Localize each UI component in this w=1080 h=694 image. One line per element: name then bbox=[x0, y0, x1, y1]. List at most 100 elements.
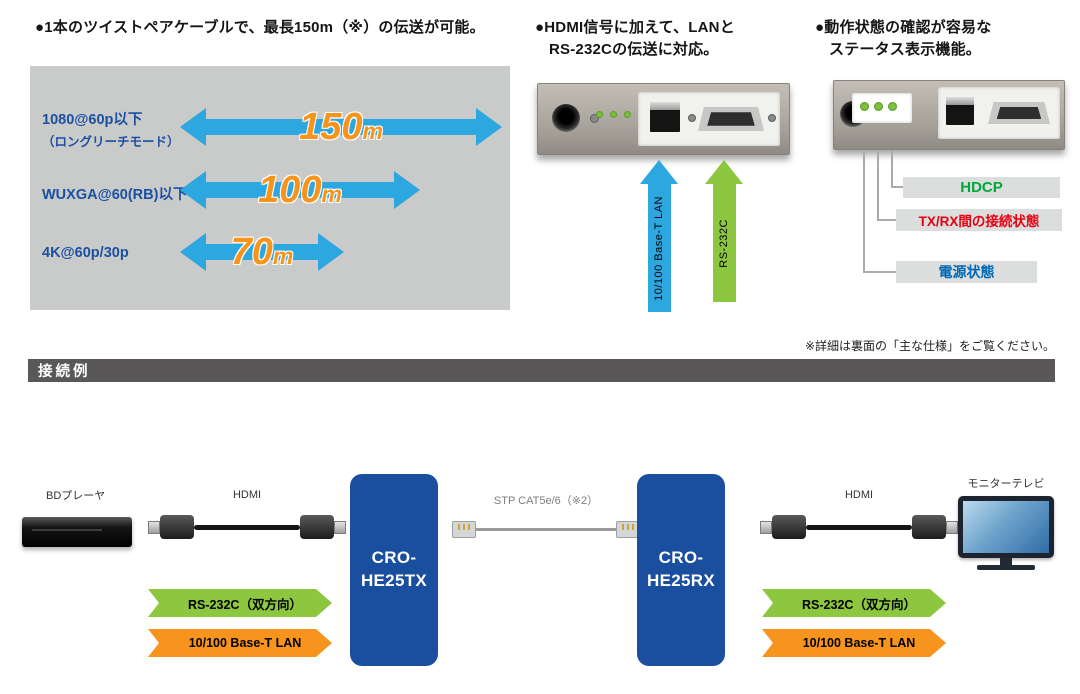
rs232c-port bbox=[698, 107, 764, 131]
lan-ribbon-left: 10/100 Base-T LAN bbox=[148, 629, 332, 657]
hdmi-plug-body bbox=[912, 515, 946, 539]
status-led bbox=[624, 111, 631, 118]
rj45-connector bbox=[452, 520, 476, 538]
tv-stand bbox=[1000, 558, 1012, 565]
stp-cable-label: STP CAT5e/6（※2） bbox=[493, 495, 599, 507]
resolution-label-1080p: 1080@60p以下 （ロングリーチモード） bbox=[42, 108, 180, 150]
distance-value: 70m bbox=[180, 233, 344, 271]
lan-wire bbox=[476, 527, 616, 531]
rs232c-port-inner bbox=[996, 106, 1042, 120]
footnote: ※詳細は裏面の「主な仕様」をご覧ください。 bbox=[804, 339, 1055, 353]
lan-ribbon-text: 10/100 Base-T LAN bbox=[802, 636, 916, 650]
resolution-label-4k: 4K@60p/30p bbox=[42, 245, 129, 261]
hdmi-plug-body bbox=[300, 515, 334, 539]
lan-port-metal bbox=[650, 102, 680, 110]
lan-arrow-label: 10/100 Base-T LAN bbox=[653, 195, 665, 301]
bd-player-image bbox=[22, 517, 132, 547]
status-panel-photo bbox=[833, 80, 1065, 150]
hdcp-led bbox=[888, 102, 897, 111]
arrow-left-head bbox=[180, 233, 206, 271]
rs232c-up-arrow: RS-232C bbox=[705, 160, 743, 302]
hdmi-plug-body bbox=[160, 515, 194, 539]
arrow-right-head bbox=[318, 233, 344, 271]
arrow-body: 10/100 Base-T LAN bbox=[647, 184, 671, 312]
hdmi-plug bbox=[300, 515, 346, 539]
tv-base bbox=[977, 565, 1035, 570]
rs232c-ribbon-text: RS-232C（双方向） bbox=[188, 597, 302, 612]
callout-line-power bbox=[863, 150, 865, 273]
tx-device-box: CRO- HE25TX bbox=[350, 474, 438, 666]
resolution-label-text: 4K@60p/30p bbox=[42, 245, 129, 261]
distance-value: 150m bbox=[180, 108, 502, 146]
status-led bbox=[596, 111, 603, 118]
rx-device-box: CRO- HE25RX bbox=[637, 474, 725, 666]
dc-jack bbox=[552, 104, 580, 132]
monitor-image bbox=[958, 496, 1054, 570]
bd-player-label: BDプレーヤ bbox=[46, 490, 106, 502]
hdmi-wire bbox=[194, 524, 300, 530]
hdmi-plug bbox=[912, 515, 958, 539]
lan-up-arrow: 10/100 Base-T LAN bbox=[640, 160, 678, 312]
link-led bbox=[874, 102, 883, 111]
callout-line-hdcp-h bbox=[891, 186, 903, 188]
rs232c-ribbon-left: RS-232C（双方向） bbox=[148, 589, 332, 617]
distance-unit: m bbox=[362, 118, 383, 144]
callout-line-hdcp bbox=[891, 150, 893, 188]
hdmi-wire bbox=[806, 524, 912, 530]
rs232c-arrow-label: RS-232C bbox=[718, 218, 730, 268]
resolution-label-wuxga: WUXGA@60(RB)以下 bbox=[42, 183, 187, 204]
hdmi-plug bbox=[148, 515, 194, 539]
arrow-bar bbox=[206, 119, 476, 135]
rs232c-port bbox=[988, 102, 1050, 124]
lan-ribbon-right: 10/100 Base-T LAN bbox=[762, 629, 946, 657]
hdmi-label-left: HDMI bbox=[232, 489, 262, 501]
tv-screen bbox=[963, 501, 1049, 553]
hdmi-cable-right bbox=[760, 512, 958, 542]
status-label-txrx: TX/RX間の接続状態 bbox=[896, 209, 1062, 231]
feature-status-heading-line1: ●動作状態の確認が容易な bbox=[815, 19, 992, 36]
hdmi-plug-tip bbox=[946, 520, 958, 534]
panel-screw bbox=[590, 114, 599, 123]
resolution-sublabel-text: （ロングリーチモード） bbox=[42, 135, 180, 149]
rs232c-ribbon-text: RS-232C（双方向） bbox=[802, 597, 916, 612]
distance-value: 100m bbox=[180, 171, 420, 209]
callout-line-txrx-h bbox=[877, 219, 896, 221]
monitor-label: モニターテレビ bbox=[967, 478, 1045, 490]
distance-arrow-70m: 70m bbox=[180, 233, 344, 271]
rj45-connector bbox=[616, 520, 640, 538]
tv-frame bbox=[958, 496, 1054, 558]
arrow-right-head bbox=[394, 171, 420, 209]
tx-name-line1: CRO- bbox=[371, 548, 417, 568]
rs232c-port-inner bbox=[707, 112, 755, 126]
arrow-left-head bbox=[180, 108, 206, 146]
db9-screw bbox=[688, 114, 696, 122]
status-label-power: 電源状態 bbox=[896, 261, 1037, 283]
power-led bbox=[860, 102, 869, 111]
distance-arrow-150m: 150m bbox=[180, 108, 502, 146]
arrow-up-head bbox=[640, 160, 678, 184]
lan-port-metal bbox=[946, 97, 974, 105]
distance-number: 100 bbox=[258, 169, 322, 211]
hdmi-plug-body bbox=[772, 515, 806, 539]
hdmi-plug-tip bbox=[334, 520, 346, 534]
feature-lan-heading-line1: ●HDMI信号に加えて、LANと bbox=[535, 19, 735, 36]
hdmi-plug-tip bbox=[148, 520, 160, 534]
lan-ribbon-text: 10/100 Base-T LAN bbox=[188, 636, 302, 650]
hdmi-plug-tip bbox=[760, 520, 772, 534]
bd-player-tray bbox=[32, 529, 102, 531]
hdmi-cable-left bbox=[148, 512, 346, 542]
stp-cable-image bbox=[452, 518, 640, 540]
resolution-label-text: WUXGA@60(RB)以下 bbox=[42, 187, 188, 203]
arrow-right-head bbox=[476, 108, 502, 146]
arrow-body: RS-232C bbox=[712, 184, 736, 302]
callout-line-txrx bbox=[877, 150, 879, 221]
distance-unit: m bbox=[272, 243, 294, 269]
status-led bbox=[610, 111, 617, 118]
status-label-hdcp: HDCP bbox=[903, 177, 1060, 198]
arrow-bar bbox=[206, 182, 394, 198]
arrow-up-head bbox=[705, 160, 743, 184]
lan-port bbox=[650, 102, 680, 132]
section-header-connection-example: 接続例 bbox=[28, 359, 1055, 382]
tx-name-line2: HE25TX bbox=[360, 571, 428, 590]
db9-screw bbox=[768, 114, 776, 122]
